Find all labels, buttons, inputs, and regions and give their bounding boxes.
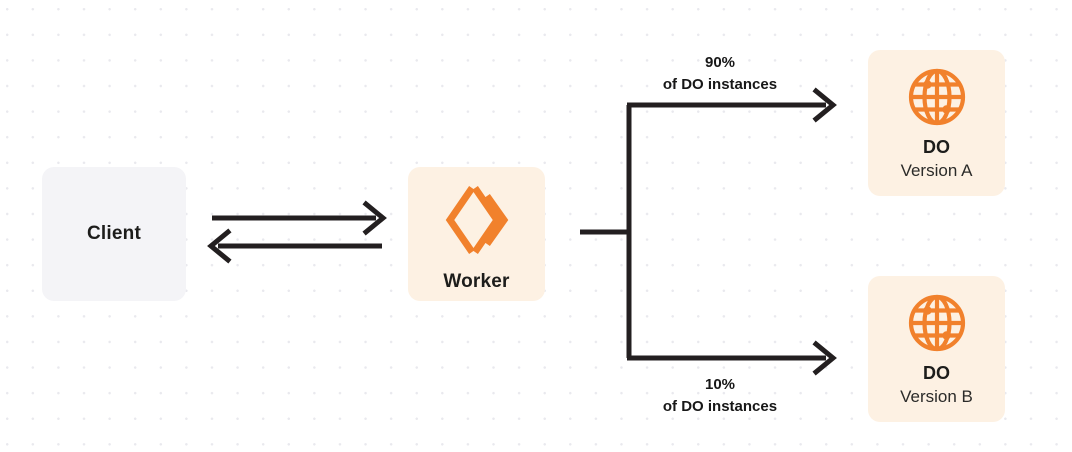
cloudflare-workers-icon (442, 182, 512, 258)
node-worker: Worker (408, 167, 545, 301)
edge-label-do-b-caption: of DO instances (662, 397, 778, 415)
do-b-sublabel: Version B (900, 386, 973, 406)
do-a-sublabel: Version A (900, 160, 973, 180)
edge-worker-to-client (207, 228, 382, 264)
node-do-version-b: DO Version B (868, 276, 1005, 422)
do-b-label: DO (923, 362, 950, 383)
node-do-version-a: DO Version A (868, 50, 1005, 196)
edge-client-to-worker (212, 200, 387, 236)
edge-label-do-a-caption: of DO instances (662, 75, 778, 93)
edge-label-do-a-percent: 90% (704, 54, 736, 71)
worker-label: Worker (443, 270, 510, 292)
node-client: Client (42, 167, 186, 301)
globe-icon (906, 292, 968, 354)
edge-label-do-a: 90% of DO instances (612, 52, 828, 96)
edge-worker-split (580, 105, 632, 358)
edge-label-do-b-percent: 10% (704, 376, 736, 393)
edge-label-do-b: 10% of DO instances (612, 374, 828, 418)
client-label: Client (87, 222, 141, 244)
do-a-label: DO (923, 136, 950, 157)
edge-worker-to-do-b (627, 340, 837, 376)
globe-icon (906, 66, 968, 128)
